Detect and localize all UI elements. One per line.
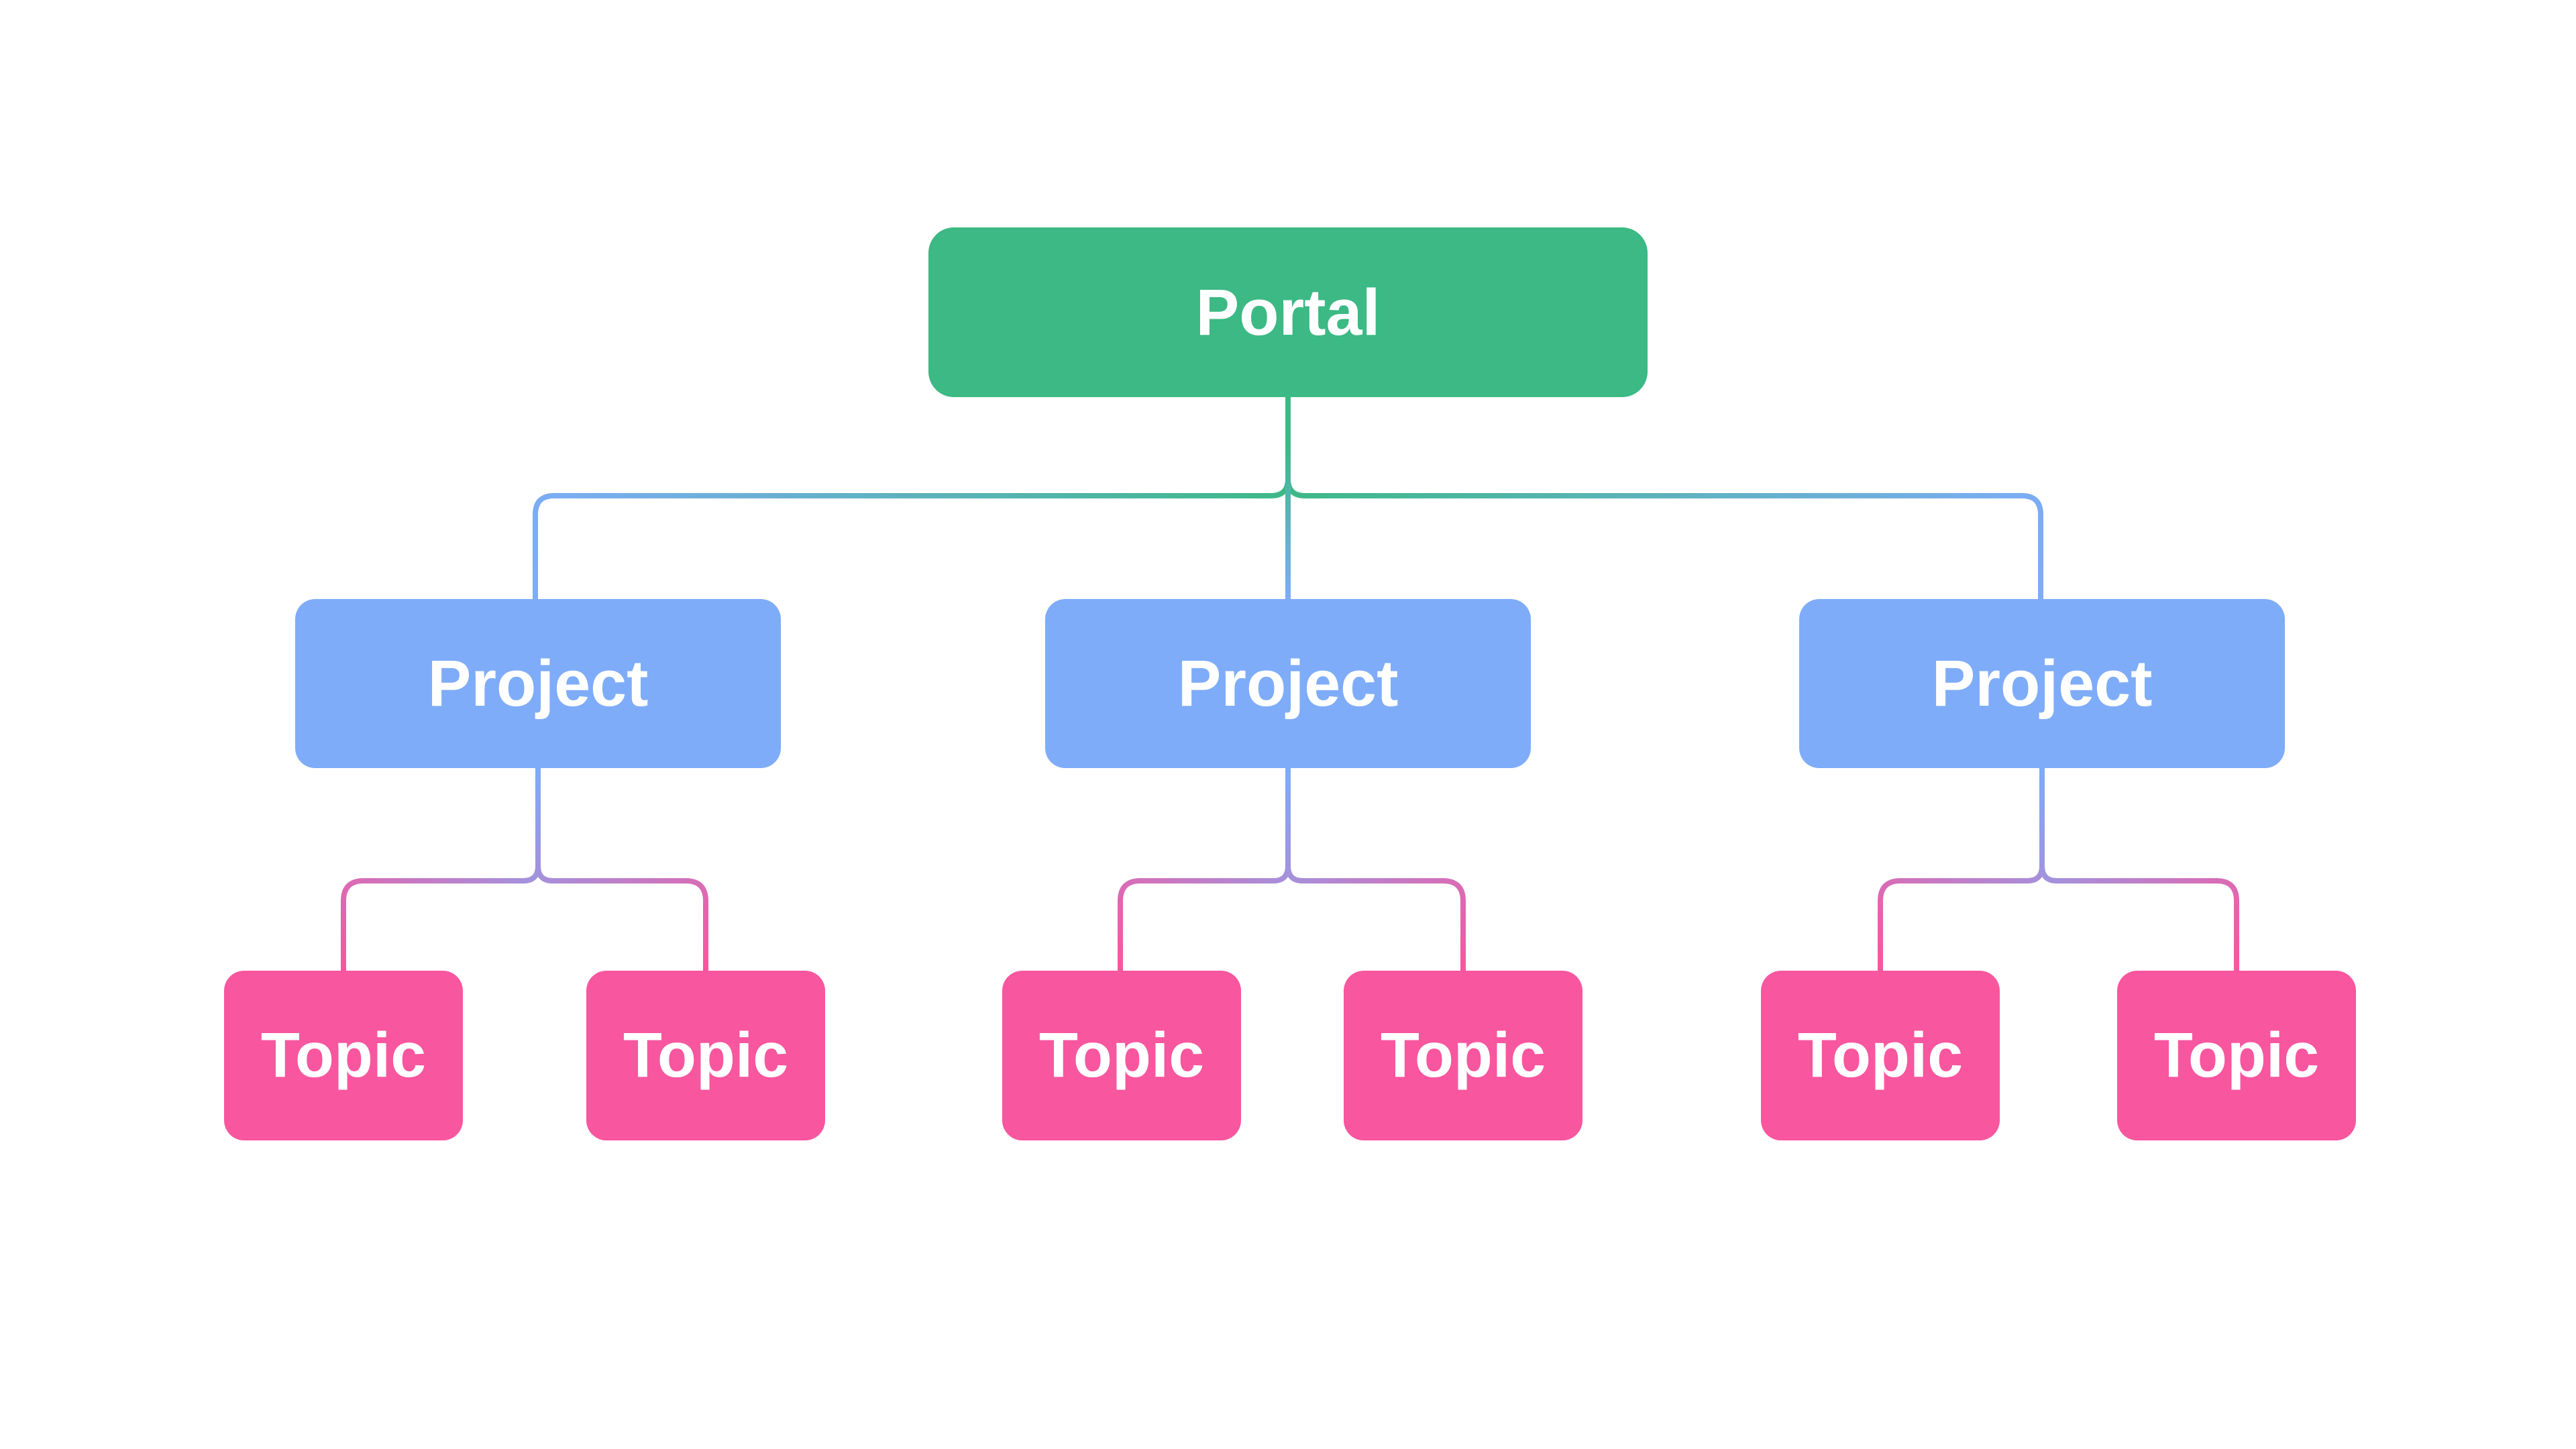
project-node-label: Project bbox=[1177, 647, 1399, 720]
portal-node-label: Portal bbox=[1195, 275, 1381, 349]
topic-node-3: Topic bbox=[1002, 971, 1241, 1140]
connector-project1-topic1 bbox=[341, 768, 541, 971]
project-node-3: Project bbox=[1799, 599, 2285, 768]
project-node-label: Project bbox=[1931, 647, 2153, 720]
connector-project2-topic2 bbox=[1285, 768, 1466, 971]
topic-node-5: Topic bbox=[1761, 971, 2000, 1140]
connector-portal-project-1 bbox=[533, 397, 1291, 599]
topic-node-label: Topic bbox=[260, 1020, 427, 1091]
topic-node-label: Topic bbox=[1380, 1020, 1546, 1091]
topic-node-label: Topic bbox=[623, 1020, 789, 1091]
project-node-2: Project bbox=[1045, 599, 1531, 768]
topic-node-2: Topic bbox=[586, 971, 825, 1140]
topic-node-label: Topic bbox=[1797, 1020, 1964, 1091]
connector-project3-topic1 bbox=[1878, 768, 2045, 971]
connector-project3-topic2 bbox=[2039, 768, 2239, 971]
connector-project2-topic1 bbox=[1118, 768, 1291, 971]
project-node-1: Project bbox=[295, 599, 781, 768]
topic-node-6: Topic bbox=[2117, 971, 2356, 1140]
portal-node: Portal bbox=[928, 227, 1648, 397]
connector-project1-topic2 bbox=[535, 768, 708, 971]
topic-node-label: Topic bbox=[1038, 1020, 1205, 1091]
topic-node-4: Topic bbox=[1344, 971, 1582, 1140]
project-node-label: Project bbox=[427, 647, 649, 720]
connector-portal-project-3 bbox=[1285, 397, 2043, 599]
topic-node-label: Topic bbox=[2153, 1020, 2320, 1091]
topic-node-1: Topic bbox=[224, 971, 463, 1140]
